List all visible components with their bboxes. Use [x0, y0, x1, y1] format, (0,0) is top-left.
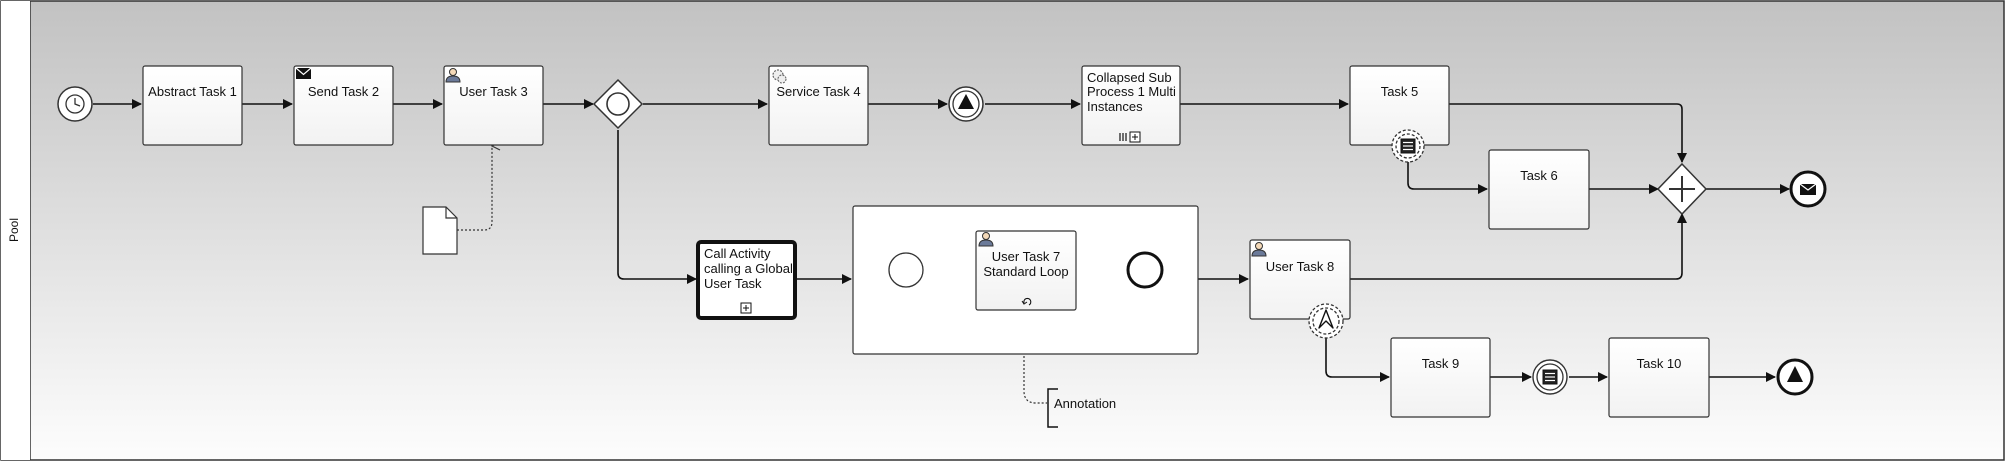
user-task-7-label-2: Standard Loop: [983, 264, 1068, 279]
inner-end-event[interactable]: [1126, 251, 1164, 289]
multi-instance-icon: [1119, 133, 1127, 141]
abstract-task-1[interactable]: Abstract Task 1: [142, 65, 243, 146]
text-annotation[interactable]: Annotation: [1047, 388, 1116, 428]
envelope-icon: [295, 67, 312, 79]
annotation-text: Annotation: [1054, 396, 1116, 411]
task-9[interactable]: Task 9: [1390, 337, 1491, 418]
timer-start-event-icon[interactable]: [57, 86, 93, 122]
task-6-label: Task 6: [1520, 168, 1558, 183]
parallel-gateway-icon[interactable]: [1656, 162, 1708, 216]
user-task-7[interactable]: User Task 7 Standard Loop: [975, 230, 1077, 311]
collapsed-subprocess-marker-icon: [1129, 131, 1141, 143]
user-icon: [445, 68, 461, 83]
task-5-label: Task 5: [1381, 84, 1419, 99]
gear-icon: [772, 69, 787, 84]
flow-gateway-to-callactivity[interactable]: [617, 130, 697, 284]
task-10[interactable]: Task 10: [1608, 337, 1710, 418]
user-task-3[interactable]: User Task 3: [443, 65, 544, 146]
call-activity[interactable]: Call Activity calling a Global User Task: [696, 240, 797, 320]
data-object-icon[interactable]: [422, 206, 458, 255]
collapsed-sub-process-label-3: Instances: [1087, 99, 1143, 114]
call-activity-label-3: User Task: [704, 276, 762, 291]
send-task-2-label: Send Task 2: [308, 84, 379, 99]
collapsed-subprocess-marker-icon: [740, 302, 752, 314]
sequence-flows: [93, 99, 1790, 382]
call-activity-label-2: calling a Global: [704, 261, 793, 276]
user-icon: [978, 232, 994, 247]
loop-icon: [1021, 297, 1032, 306]
user-task-8-label: User Task 8: [1266, 259, 1334, 274]
flow-task8-to-parallel[interactable]: [1350, 213, 1687, 280]
flow-boundary-to-task9[interactable]: [1325, 338, 1390, 382]
expanded-sub-process[interactable]: User Task 7 Standard Loop: [852, 205, 1199, 355]
flow-escalation-to-task6[interactable]: [1407, 162, 1488, 194]
association-annotation[interactable]: [1023, 356, 1047, 404]
escalation-icon[interactable]: [1308, 303, 1344, 339]
call-activity-label-1: Call Activity: [704, 246, 771, 261]
user-task-8[interactable]: User Task 8: [1249, 239, 1351, 320]
collapsed-sub-process-1[interactable]: Collapsed Sub Process 1 Multi Instances: [1081, 65, 1181, 146]
task-5[interactable]: Task 5: [1349, 65, 1450, 146]
collapsed-sub-process-label-2: Process 1 Multi: [1087, 84, 1176, 99]
pool-label: Pool: [7, 218, 21, 242]
signal-icon[interactable]: [948, 86, 984, 122]
event-based-gateway-icon[interactable]: [592, 78, 644, 130]
service-task-4-label: Service Task 4: [776, 84, 860, 99]
flow-task5-to-parallel[interactable]: [1449, 103, 1687, 163]
task-6[interactable]: Task 6: [1488, 149, 1590, 230]
send-task-2[interactable]: Send Task 2: [293, 65, 394, 146]
user-task-3-label: User Task 3: [459, 84, 527, 99]
task-9-label: Task 9: [1422, 356, 1460, 371]
user-task-7-label-1: User Task 7: [992, 249, 1060, 264]
collapsed-sub-process-label-1: Collapsed Sub: [1087, 70, 1172, 85]
conditional-icon[interactable]: [1532, 359, 1568, 395]
abstract-task-1-label: Abstract Task 1: [148, 84, 237, 99]
service-task-4[interactable]: Service Task 4: [768, 65, 869, 146]
message-end-event-icon[interactable]: [1789, 170, 1827, 208]
task-10-label: Task 10: [1637, 356, 1682, 371]
signal-icon[interactable]: [1776, 358, 1814, 396]
association-dataobject-to-task3[interactable]: [457, 146, 492, 231]
conditional-icon[interactable]: [1391, 129, 1425, 163]
user-icon: [1251, 242, 1267, 257]
inner-start-event[interactable]: [888, 252, 924, 288]
